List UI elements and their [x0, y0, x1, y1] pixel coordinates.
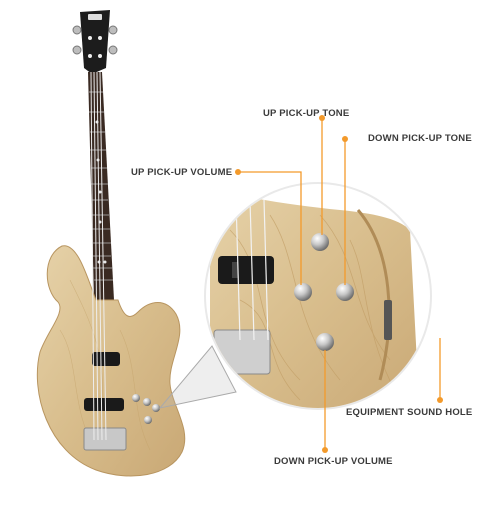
guitar-body [36, 71, 186, 477]
down-pickup [84, 398, 124, 411]
callout-down-pickup-volume: DOWN PICK-UP VOLUME [274, 456, 393, 467]
tuning-peg-icon [72, 25, 118, 58]
zoom-connector [158, 345, 237, 409]
zoom-detail [204, 182, 432, 410]
headstock-logo [88, 14, 102, 20]
bridge [83, 427, 127, 451]
callout-up-pickup-volume: UP PICK-UP VOLUME [131, 167, 233, 178]
up-pickup [92, 352, 120, 366]
callout-up-pickup-tone: UP PICK-UP TONE [263, 108, 350, 119]
callout-dots [235, 115, 443, 453]
callout-lines [238, 118, 441, 450]
callout-down-pickup-tone: DOWN PICK-UP TONE [368, 133, 472, 144]
knob-icon [132, 394, 160, 424]
callout-equipment-sound-hole: EQUIPMENT SOUND HOLE [346, 407, 473, 418]
headstock [72, 10, 118, 74]
